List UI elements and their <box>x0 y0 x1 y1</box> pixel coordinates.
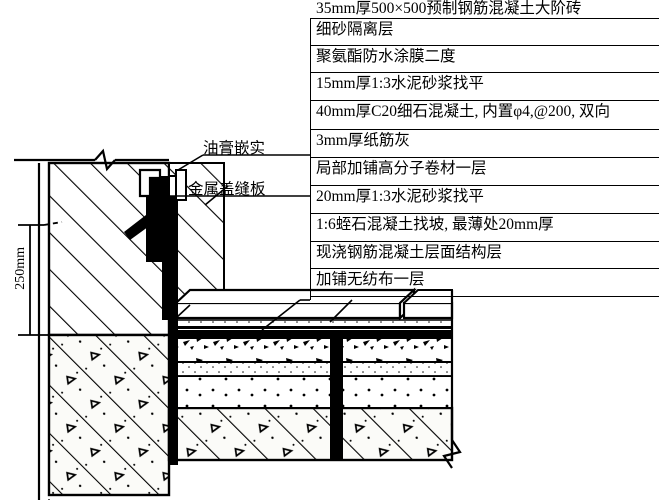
legend-label-layer-9: 1:6蛭石混凝土找坡, 最薄处20mm厚 <box>316 216 554 233</box>
wall-break-line <box>14 148 169 172</box>
legend-label-layer-5: 40mm厚C20细石混凝土, 内置φ4,@200, 双向 <box>316 103 611 120</box>
legend-row-layer-3: 聚氨酯防水涂膜二度 <box>310 49 659 65</box>
roof-slope-layer <box>168 375 453 409</box>
roof-sand-layer <box>169 319 452 326</box>
legend-label-layer-10: 现浇钢筋混凝土层面结构层 <box>316 244 503 261</box>
roof-fine-concrete <box>168 337 453 363</box>
legend-rule-layer-9 <box>310 241 659 242</box>
legend-rule-layer-5 <box>310 129 659 130</box>
roof-waterproof-membrane <box>169 325 452 337</box>
legend-row-layer-11: 加铺无纺布一层 <box>310 272 659 288</box>
wall-concrete-lower <box>47 333 171 497</box>
metal-cover-plate-shape <box>138 168 187 201</box>
legend-rule-layer-3 <box>310 72 659 73</box>
annotation-putty: 油膏嵌实 <box>203 140 266 157</box>
dimension-250mm <box>18 221 63 336</box>
legend-row-layer-1: 35mm厚500×500预制钢筋混凝土大阶砖 <box>310 1 659 17</box>
legend-label-layer-7: 局部加铺高分子卷材一层 <box>316 160 487 177</box>
expansion-joint-gap <box>169 305 343 465</box>
legend-label-layer-1: 35mm厚500×500预制钢筋混凝土大阶砖 <box>316 0 582 17</box>
legend-row-layer-10: 现浇钢筋混凝土层面结构层 <box>310 245 659 261</box>
legend-rule-layer-10 <box>310 268 659 269</box>
legend-rule-layer-7 <box>310 185 659 186</box>
roof-break-line <box>442 290 462 469</box>
roof-levelling-screed <box>168 361 453 377</box>
legend-row-layer-9: 1:6蛭石混凝土找坡, 最薄处20mm厚 <box>310 217 659 233</box>
legend-row-layer-5: 40mm厚C20细石混凝土, 内置φ4,@200, 双向 <box>310 104 659 120</box>
dimension-label-250mm: 250mm <box>13 247 28 290</box>
leader-lines <box>162 154 353 331</box>
legend-row-layer-4: 15mm厚1:3水泥砂浆找平 <box>310 76 659 92</box>
legend-label-layer-4: 15mm厚1:3水泥砂浆找平 <box>316 75 484 92</box>
legend-row-layer-7: 局部加铺高分子卷材一层 <box>310 161 659 177</box>
legend-row-layer-2: 细砂隔离层 <box>310 22 659 38</box>
legend-rule-layer-8 <box>310 213 659 214</box>
legend-label-layer-2: 细砂隔离层 <box>316 21 394 38</box>
legend-label-layer-6: 3mm厚纸筋灰 <box>316 132 410 149</box>
legend-rule-layer-6 <box>310 157 659 158</box>
roof-structural-slab <box>167 406 454 462</box>
legend-row-layer-8: 20mm厚1:3水泥砂浆找平 <box>310 189 659 205</box>
legend-row-layer-6: 3mm厚纸筋灰 <box>310 133 659 149</box>
annotation-cover-plate: 金属盖缝板 <box>188 181 266 198</box>
legend-rule-layer-4 <box>310 100 659 101</box>
layer-legend: 35mm厚500×500预制钢筋混凝土大阶砖细砂隔离层聚氨酯防水涂膜二度 15mm… <box>310 0 659 300</box>
legend-label-layer-8: 20mm厚1:3水泥砂浆找平 <box>316 188 484 205</box>
legend-left-rule <box>310 18 311 300</box>
legend-label-layer-11: 加铺无纺布一层 <box>316 271 425 288</box>
roof-build-up <box>167 287 462 469</box>
legend-rule-layer-11 <box>310 296 659 297</box>
legend-rule-layer-1 <box>310 18 659 19</box>
legend-rule-layer-2 <box>310 45 659 46</box>
legend-label-layer-3: 聚氨酯防水涂膜二度 <box>316 48 456 65</box>
